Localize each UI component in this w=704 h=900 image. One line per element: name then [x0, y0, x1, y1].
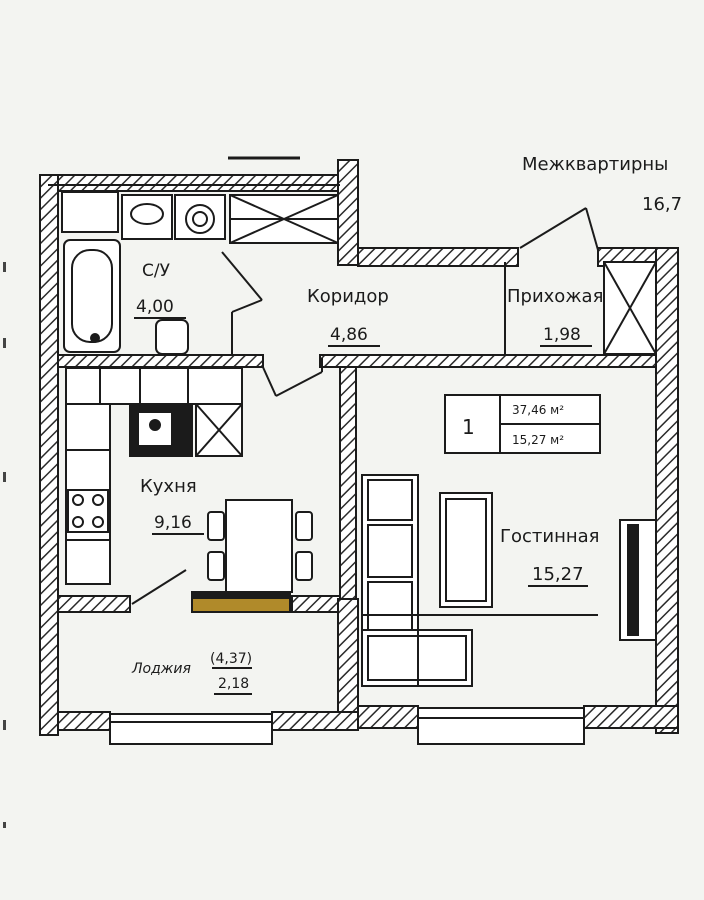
window-loggia [109, 713, 273, 745]
window-living [417, 707, 585, 745]
wall-living-bottom-a [357, 705, 419, 729]
wall-loggia-bottom-b [271, 711, 359, 731]
walls [39, 159, 679, 736]
bathroom-name: С/У [142, 261, 171, 281]
area-underlines [134, 317, 592, 695]
wall-living-bottom-b [583, 705, 679, 729]
wall-corridor-living [319, 354, 657, 368]
loggia-area-total: (4,37) [210, 651, 252, 667]
top-details [48, 156, 340, 186]
entrance-door [504, 207, 599, 355]
bathroom-fixtures [61, 191, 339, 355]
dining-table-icon [225, 499, 293, 593]
kitchen-name: Кухня [140, 476, 197, 497]
loggia-area: 2,18 [218, 676, 249, 692]
windows [109, 707, 585, 745]
chair-icon [295, 551, 313, 581]
interapartment-area: 16,7 [642, 194, 682, 215]
corridor-area: 4,86 [330, 325, 368, 345]
wall-top-bathroom [57, 174, 341, 192]
wall-corridor-north [357, 247, 519, 267]
corridor-name: Коридор [307, 286, 389, 307]
hall-name: Прихожая [507, 286, 603, 307]
bathroom-area: 4,00 [136, 297, 174, 317]
toilet-icon [155, 319, 189, 355]
rooms-count: 1 [462, 415, 475, 439]
bathroom-door [221, 251, 263, 356]
wall-kitchen-living [339, 366, 357, 600]
living-area: 15,27 [532, 564, 584, 585]
living-area-total: 15,27 м² [512, 433, 564, 447]
kitchen-area: 9,16 [154, 513, 192, 533]
living-name: Гостинная [500, 526, 599, 547]
margin-marks [3, 262, 6, 828]
wall-kitchen-loggia-a [57, 595, 131, 613]
wall-loggia-bottom-a [57, 711, 111, 731]
chair-icon [207, 511, 225, 541]
hall-area: 1,98 [543, 325, 581, 345]
wall-left [39, 174, 59, 736]
living-furniture [361, 394, 657, 687]
total-area: 37,46 м² [512, 403, 564, 417]
wall-bath-kitchen [57, 354, 264, 368]
wall-corridor-north-stub [337, 159, 359, 266]
kitchen-door [261, 358, 323, 397]
chair-icon [295, 511, 313, 541]
wall-right [655, 247, 679, 734]
wall-kitchen-loggia-b [291, 595, 341, 613]
labels: Межквартирны 16,7 С/У 4,00 Коридор 4,86 … [131, 154, 682, 692]
kitchen-fixtures [65, 367, 313, 593]
interapartment-name: Межквартирны [522, 154, 668, 175]
wardrobe [603, 261, 657, 355]
wall-loggia-right [337, 598, 359, 718]
loggia-name: Лоджия [131, 661, 191, 677]
chair-icon [207, 551, 225, 581]
balcony-door [131, 569, 291, 613]
